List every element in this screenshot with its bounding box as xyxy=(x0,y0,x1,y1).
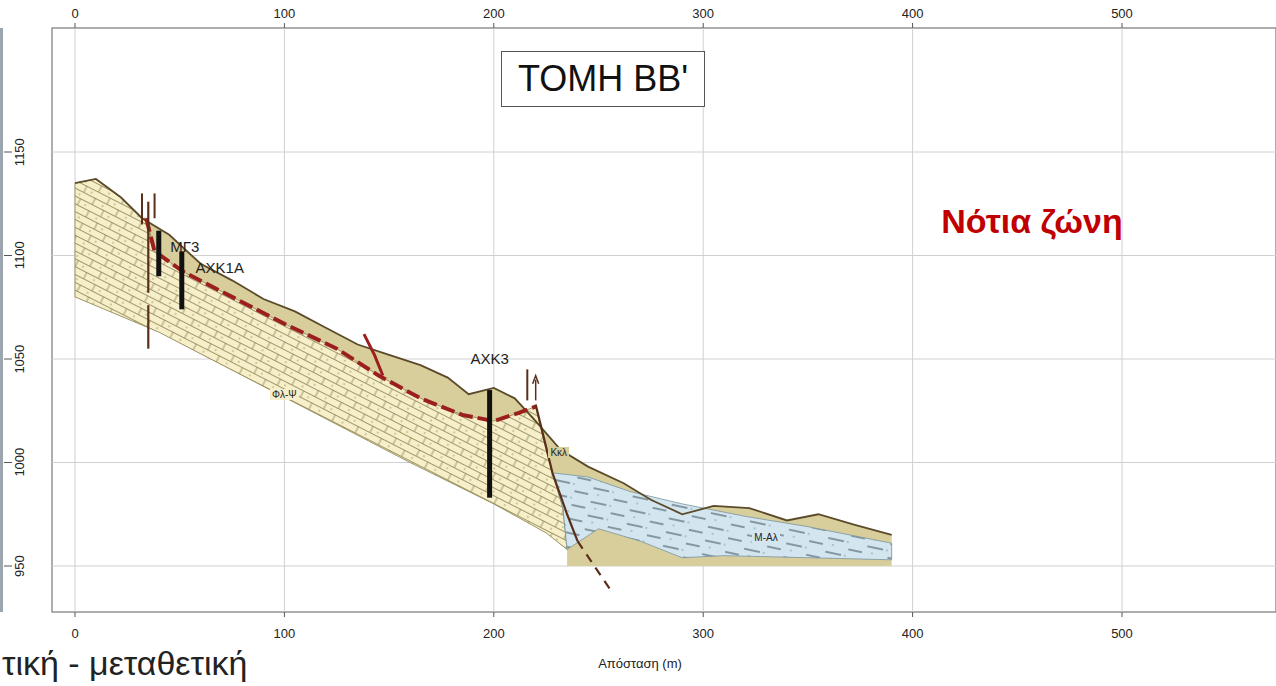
plot-frame xyxy=(52,28,1276,612)
axis-number: 500 xyxy=(1111,7,1133,21)
axis-number: 100 xyxy=(274,627,296,641)
axis-number: 1100 xyxy=(13,242,27,270)
tick xyxy=(1122,23,1123,28)
tick xyxy=(912,23,913,28)
slip-surface xyxy=(146,218,535,421)
tick xyxy=(4,255,12,256)
section-title: ΤΟΜΗ ΒΒ' xyxy=(501,51,705,106)
grid-line xyxy=(52,255,1276,256)
axis-number: 0 xyxy=(71,627,78,641)
borehole-label: ΜΓ3 xyxy=(170,239,199,256)
axis-number: 400 xyxy=(902,627,924,641)
fault-marker xyxy=(141,193,143,224)
tick xyxy=(4,566,12,567)
tick xyxy=(4,152,12,153)
tick xyxy=(493,612,494,617)
grid-line xyxy=(912,28,913,612)
unit-label: Κκλ xyxy=(548,447,569,458)
slip-branch xyxy=(364,334,383,375)
unit-label: Φλ-Ψ xyxy=(270,389,299,400)
borehole-label: ΑΧΚ3 xyxy=(470,351,508,368)
fault xyxy=(578,541,612,591)
fault xyxy=(536,405,578,542)
tick xyxy=(4,462,12,463)
tick xyxy=(75,612,76,617)
axis-number: 500 xyxy=(1111,627,1133,641)
tick xyxy=(4,359,12,360)
axis-number: 300 xyxy=(692,627,714,641)
grid-line xyxy=(75,28,76,612)
tick xyxy=(703,612,704,617)
fault-marker xyxy=(154,193,156,218)
tick xyxy=(912,612,913,617)
borehole-label: ΑΧΚ1Α xyxy=(196,260,244,277)
axis-number: 950 xyxy=(13,555,27,577)
fault xyxy=(147,202,149,293)
grid xyxy=(0,23,1276,617)
axis-number: 200 xyxy=(483,7,505,21)
unit-label: Μ-Αλ xyxy=(752,532,779,543)
geology xyxy=(75,179,892,591)
axis-number: 300 xyxy=(692,7,714,21)
grid-line xyxy=(1122,28,1123,612)
limestone xyxy=(75,179,567,550)
borehole xyxy=(487,390,492,498)
flysch xyxy=(552,473,891,560)
edge-bar xyxy=(0,28,3,612)
cut-caption: τική - μεταθετική xyxy=(2,645,247,682)
axis-number: 100 xyxy=(274,7,296,21)
tick xyxy=(75,23,76,28)
axis-number: 200 xyxy=(483,627,505,641)
fault xyxy=(147,305,149,348)
axis-number: 400 xyxy=(902,7,924,21)
grid-line xyxy=(52,462,1276,463)
ground-surface xyxy=(75,179,892,535)
grid-line xyxy=(52,152,1276,153)
tick xyxy=(1122,612,1123,617)
tick xyxy=(284,23,285,28)
soil-cover xyxy=(75,179,892,566)
axis-number: 1150 xyxy=(13,138,27,166)
fault-marker xyxy=(526,369,528,400)
zone-label: Νότια ζώνη xyxy=(941,203,1123,240)
axis-number: 0 xyxy=(71,7,78,21)
borehole xyxy=(156,231,161,277)
tick xyxy=(284,612,285,617)
fault-marker xyxy=(535,380,537,401)
grid-line xyxy=(493,28,494,612)
tick xyxy=(703,23,704,28)
axis-number: 1000 xyxy=(13,448,27,477)
axis-title: Απόσταση (m) xyxy=(598,657,682,671)
fault-arrow xyxy=(533,376,539,384)
axis-number: 1050 xyxy=(13,345,27,374)
tick xyxy=(493,23,494,28)
borehole xyxy=(179,251,184,309)
